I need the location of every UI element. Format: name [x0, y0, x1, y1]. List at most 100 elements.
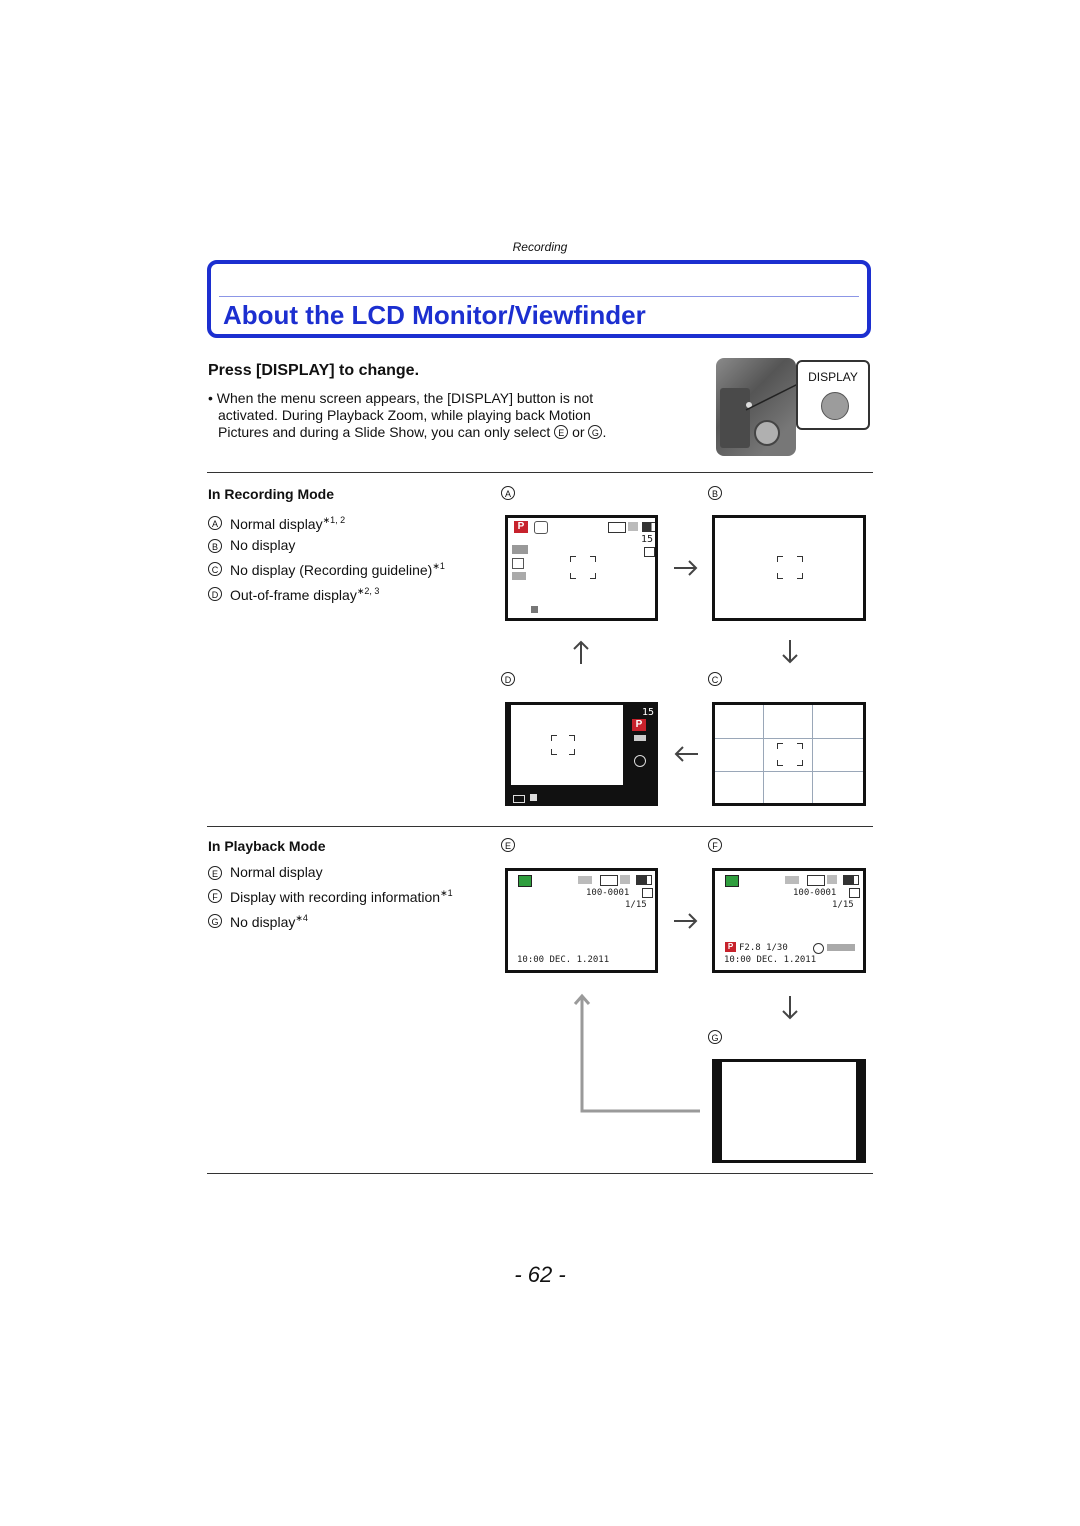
picture-count: 1/15 [832, 900, 854, 910]
exposure-info: F2.8 1/30 [739, 943, 788, 953]
callout-line [745, 383, 799, 411]
list-item-text: Normal display [230, 516, 323, 532]
file-number: 100-0001 [586, 888, 630, 898]
af-bracket-icon [797, 573, 803, 579]
af-bracket-icon [797, 743, 803, 749]
af-bracket-icon [570, 556, 576, 562]
battery-icon [642, 522, 655, 532]
list-item-text: No display [230, 914, 296, 930]
metering-icon [531, 606, 538, 613]
screen-d-out-of-frame: 15 P [505, 702, 658, 806]
af-bracket-icon [777, 760, 783, 766]
screen-g-no-display [712, 1059, 866, 1163]
resolution-icon [608, 522, 626, 533]
screen-e-normal-display: 100-0001 1/15 10:00 DEC. 1.2011 [505, 868, 658, 973]
print-icon [642, 888, 653, 898]
recording-mode-list: A Normal display∗1, 2 B No display C No … [208, 510, 445, 606]
note-or: or [572, 424, 585, 440]
running-header: Recording [512, 240, 568, 254]
footnote-ref: ∗1, 2 [322, 515, 346, 525]
af-bracket-icon [551, 749, 557, 755]
resolution-icon [600, 875, 618, 886]
recording-datetime: 10:00 DEC. 1.2011 [724, 955, 817, 965]
quality-icon [827, 875, 837, 884]
return-arrow-icon [573, 993, 700, 1113]
flash-icon [634, 735, 646, 741]
letter-badge: F [208, 888, 222, 903]
viewfinder-area [511, 705, 623, 785]
footnote-ref: ∗1 [440, 888, 453, 898]
letter-badge: E [208, 865, 222, 880]
list-item: B No display [208, 535, 445, 556]
recording-mode-heading: In Recording Mode [208, 486, 334, 502]
af-bracket-icon [569, 749, 575, 755]
playback-mode-list: E Normal display F Display with recordin… [208, 862, 453, 933]
arrow-down-icon [782, 640, 798, 664]
footnote-ref: ∗1 [432, 561, 445, 571]
display-button [821, 392, 849, 420]
list-item-text: No display (Recording guideline) [230, 562, 433, 578]
recording-mode-icon [578, 876, 592, 884]
page-number: - 62 - [514, 1262, 566, 1287]
stabilizer-icon [644, 547, 655, 557]
playback-mode-icon [518, 875, 532, 887]
screen-c-guideline [712, 702, 866, 806]
title-box: About the LCD Monitor/Viewfinder [207, 260, 871, 338]
arrow-up-icon [573, 640, 589, 664]
list-item-text: No display [230, 537, 296, 553]
quality-icon [620, 875, 630, 884]
mode-badge: P [725, 942, 736, 952]
divider-middle [207, 826, 873, 827]
guideline [715, 771, 863, 772]
battery-icon [513, 795, 525, 803]
arrow-left-icon [674, 746, 698, 762]
guideline [763, 705, 764, 803]
divider-top [207, 472, 873, 473]
af-bracket-icon [777, 573, 783, 579]
recording-mode-icon [785, 876, 799, 884]
shots-remaining: 15 [642, 707, 655, 718]
letter-e-badge: E [554, 425, 569, 439]
letter-badge: C [208, 561, 222, 576]
letter-badge: G [208, 913, 222, 928]
battery-icon [843, 875, 859, 885]
note-line-3-text: Pictures and during a Slide Show, you ca… [218, 424, 551, 440]
list-item: A Normal display∗1, 2 [208, 510, 445, 535]
screen-label-c: C [708, 672, 722, 686]
face-detect-icon [534, 521, 548, 534]
screen-b-no-display [712, 515, 866, 621]
list-item: E Normal display [208, 862, 453, 883]
footnote-ref: ∗2, 3 [356, 586, 380, 596]
af-bracket-icon [590, 556, 596, 562]
note-line-2: activated. During Playback Zoom, while p… [218, 407, 591, 423]
footnote-ref: ∗4 [295, 913, 308, 923]
screen-label-b: B [708, 486, 722, 500]
letter-badge: A [208, 515, 222, 530]
screen-label-e: E [501, 838, 515, 852]
file-number: 100-0001 [793, 888, 837, 898]
list-item-text: Normal display [230, 864, 323, 880]
list-item: D Out-of-frame display∗2, 3 [208, 581, 445, 606]
recording-datetime: 10:00 DEC. 1.2011 [517, 955, 610, 965]
list-item: G No display∗4 [208, 908, 453, 933]
mode-badge: P [514, 521, 528, 533]
note-bullet: • When the menu screen appears, the [DIS… [208, 390, 688, 441]
playback-mode-icon [725, 875, 739, 887]
af-bracket-icon [569, 735, 575, 741]
letter-badge: D [208, 586, 222, 601]
iso-icon [512, 572, 526, 580]
quality-icon [628, 522, 638, 531]
stabilizer-icon [634, 755, 646, 767]
arrow-right-icon [674, 913, 698, 929]
letter-g-badge: G [588, 425, 603, 439]
display-button-label: DISPLAY [808, 370, 858, 384]
guideline [812, 705, 813, 803]
camera-back-illustration [716, 358, 796, 456]
af-mode-icon [512, 558, 524, 569]
af-bracket-icon [777, 556, 783, 562]
print-icon [849, 888, 860, 898]
letter-badge: B [208, 538, 222, 553]
af-bracket-icon [797, 556, 803, 562]
resolution-icon [807, 875, 825, 886]
shots-remaining: 15 [641, 534, 654, 545]
